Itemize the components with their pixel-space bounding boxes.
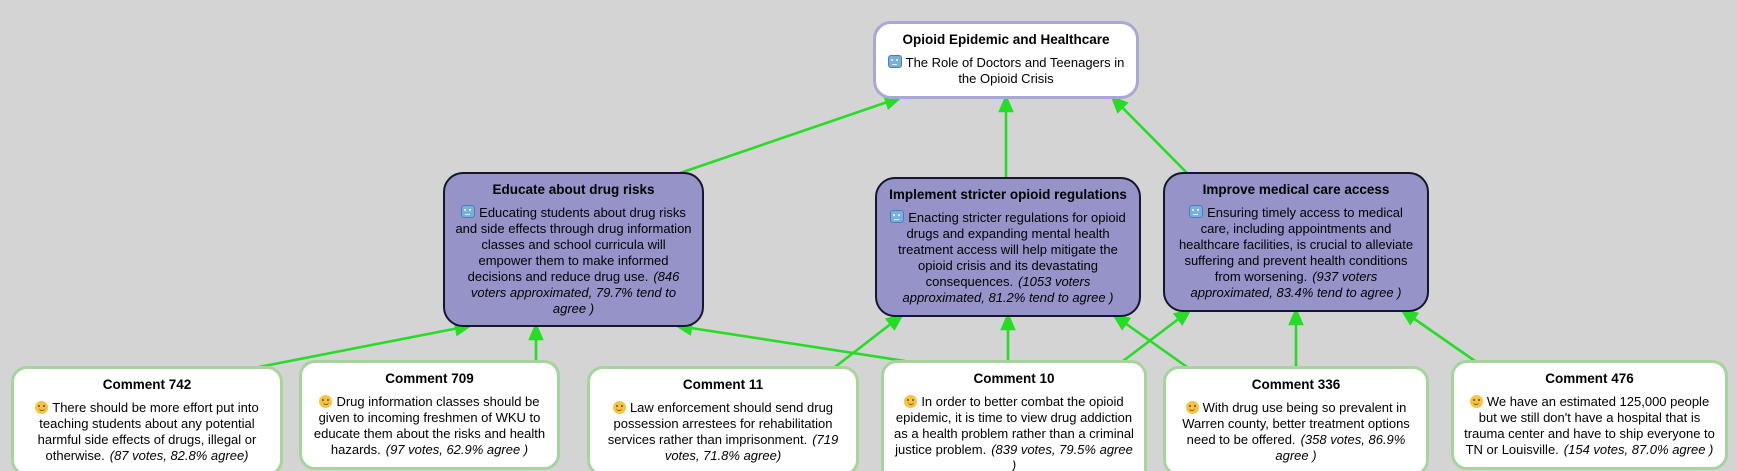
topic-node-stricter-opioid-regulations[interactable]: Implement stricter opioid regulations En… (875, 177, 1141, 317)
node-title: Comment 476 (1545, 371, 1634, 386)
comment-text: In order to better combat the opioid epi… (894, 394, 1134, 458)
comment-node-11[interactable]: Comment 11 Law enforcement should send d… (587, 366, 859, 471)
robot-icon (1189, 205, 1204, 219)
comment-node-336[interactable]: Comment 336 With drug use being so preva… (1163, 366, 1429, 471)
comment-node-476[interactable]: Comment 476 We have an estimated 125,000… (1451, 360, 1728, 470)
comment-text: With drug use being so prevalent in Warr… (1182, 400, 1410, 448)
vote-stat: (846 voters approximated, 79.7% tend to … (470, 268, 680, 316)
node-body: Drug information classes should be given… (312, 394, 547, 457)
smiley-icon (904, 395, 918, 409)
topic-node-educate-about-drug-risks[interactable]: Educate about drug risks Educating stude… (443, 172, 704, 328)
comment-text: There should be more effort put into tea… (37, 400, 259, 464)
vote-stat: (839 votes, 79.5% agree ) (991, 442, 1133, 471)
robot-icon (887, 55, 902, 69)
vote-stat: (1053 voters approximated, 81.2% tend to… (902, 273, 1114, 305)
vote-stat: (719 votes, 71.8% agree) (664, 432, 839, 464)
edge-arrow (1110, 95, 1188, 174)
smiley-icon (1469, 395, 1483, 409)
node-body: Ensuring timely access to medical care, … (1175, 205, 1417, 300)
node-body: Enacting stricter regulations for opioid… (887, 210, 1129, 305)
node-title: Opioid Epidemic and Healthcare (902, 32, 1110, 47)
vote-stat: (358 votes, 86.9% agree ) (1275, 432, 1406, 464)
node-body: The Role of Doctors and Teenagers in the… (886, 55, 1126, 87)
node-title: Comment 11 (682, 377, 764, 392)
comment-node-742[interactable]: Comment 742 There should be more effort … (11, 366, 283, 471)
smiley-icon (319, 395, 333, 409)
edge-arrow (674, 320, 906, 363)
node-summary-text: Enacting stricter regulations for opioid… (898, 210, 1126, 289)
node-title: Comment 10 (973, 371, 1055, 386)
comment-text: Law enforcement should send drug possess… (607, 400, 834, 448)
node-title: Improve medical care access (1202, 182, 1390, 197)
topic-node-improve-medical-care-access[interactable]: Improve medical care access Ensuring tim… (1163, 172, 1429, 312)
node-body: There should be more effort put into tea… (24, 400, 270, 463)
smiley-icon (35, 401, 49, 415)
node-title: Comment 336 (1251, 377, 1341, 392)
edge-arrow (1122, 308, 1193, 363)
comment-text: We have an estimated 125,000 people but … (1464, 394, 1715, 458)
robot-icon (890, 210, 905, 224)
smiley-icon (612, 401, 626, 415)
comment-node-10[interactable]: Comment 10 In order to better combat the… (881, 360, 1147, 471)
node-title: Implement stricter opioid regulations (889, 187, 1127, 202)
comment-node-709[interactable]: Comment 709 Drug information classes sho… (299, 360, 560, 470)
edge-arrow (1399, 308, 1476, 363)
node-body: Educating students about drug risks and … (455, 205, 692, 316)
node-summary-text: Ensuring timely access to medical care, … (1178, 205, 1414, 284)
root-topic-node[interactable]: Opioid Epidemic and Healthcare The Role … (873, 21, 1139, 100)
edge-arrow (834, 313, 905, 369)
node-title: Comment 709 (385, 371, 474, 386)
node-summary-text: The Role of Doctors and Teenagers in the… (905, 55, 1125, 87)
node-body: Law enforcement should send drug possess… (600, 400, 846, 463)
comment-text: Drug information classes should be given… (313, 394, 546, 458)
vote-stat: (87 votes, 82.8% agree) (109, 448, 249, 464)
smiley-icon (1185, 401, 1199, 415)
node-body: With drug use being so prevalent in Warr… (1176, 400, 1416, 463)
node-summary-text: Educating students about drug risks and … (455, 205, 692, 284)
node-body: We have an estimated 125,000 people but … (1464, 394, 1715, 457)
vote-stat: (97 votes, 62.9% agree ) (385, 442, 529, 458)
edge-arrow (679, 95, 903, 175)
node-title: Educate about drug risks (492, 182, 655, 197)
robot-icon (461, 205, 476, 219)
vote-stat: (937 voters approximated, 83.4% tend to … (1190, 268, 1402, 300)
node-body: In order to better combat the opioid epi… (894, 394, 1134, 471)
node-title: Comment 742 (102, 377, 192, 392)
vote-stat: (154 votes, 87.0% agree ) (1563, 442, 1714, 458)
